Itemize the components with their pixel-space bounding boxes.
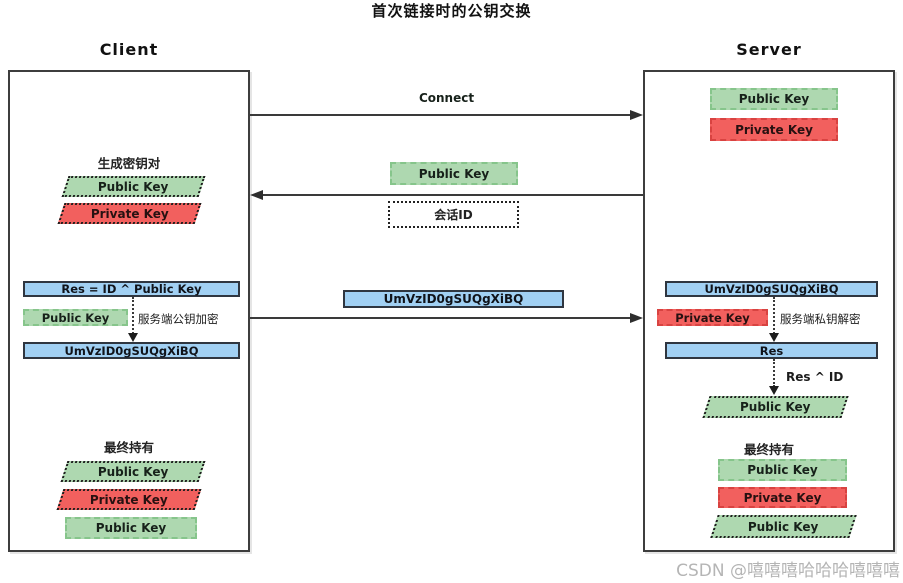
key-label: Public Key [748,519,819,534]
arrowhead-down-icon [128,333,138,342]
server-final-label: 最终持有 [743,441,794,457]
server-xor-label: Res ^ ID [786,370,844,384]
connect-label: Connect [418,91,475,105]
server-decrypt-arrow-line [773,297,775,334]
server-xor-arrow-line [773,359,775,387]
arrowhead-down-icon [769,386,779,395]
channel-cipher-box: UmVzID0gSUQgXiBQ [343,290,564,308]
client-encrypt-note: 服务端公钥加密 [138,312,219,326]
client-generate-label: 生成密钥对 [97,155,161,171]
channel-public-key-tag: Public Key [390,162,518,185]
key-label: Public Key [740,400,811,414]
client-final-label: 最终持有 [103,439,154,455]
server-column-label: Server [736,39,802,59]
client-public-key-parallelogram: Public Key [61,176,206,197]
key-label: Public Key [98,179,169,194]
client-res-box: Res = ID ^ Public Key [23,281,240,297]
server-final-private-key-tag: Private Key [718,487,847,508]
cipher-arrow-line [250,317,631,319]
client-encrypt-arrow-line [132,297,134,334]
client-column-label: Client [99,39,159,59]
session-id-box: 会话ID [388,201,519,228]
server-res-box: Res [665,342,878,359]
watermark: CSDN @嘻嘻嘻哈哈哈嘻嘻嘻 [676,561,900,581]
client-final-public-key-parallelogram: Public Key [60,461,206,482]
arrowhead-right-icon [630,110,643,120]
client-final-private-key-parallelogram: Private Key [56,489,202,510]
server-decrypt-note: 服务端私钥解密 [780,312,861,326]
client-cipher-box: UmVzID0gSUQgXiBQ [23,342,240,359]
return-arrow-line [262,194,643,196]
connect-arrow-line [250,114,631,116]
key-label: Public Key [97,464,169,479]
server-private-key-tag: Private Key [710,118,838,141]
arrowhead-right-icon [630,313,643,323]
key-label: Private Key [90,492,168,507]
server-cipher-box: UmVzID0gSUQgXiBQ [665,281,878,297]
server-public-key-tag: Public Key [710,88,838,110]
client-private-key-parallelogram: Private Key [57,203,202,224]
server-recovered-public-key-parallelogram: Public Key [702,396,849,418]
arrowhead-down-icon [769,333,779,342]
client-encrypt-key-tag: Public Key [23,309,128,326]
page-title: 首次链接时的公钥交换 [371,1,532,20]
arrowhead-left-icon [250,190,263,200]
server-decrypt-key-tag: Private Key [657,309,768,326]
client-final-public-key-tag: Public Key [65,517,197,539]
key-label: Private Key [90,206,169,221]
server-final-public-key-tag: Public Key [718,459,847,481]
server-final-public-key-parallelogram: Public Key [710,515,857,538]
